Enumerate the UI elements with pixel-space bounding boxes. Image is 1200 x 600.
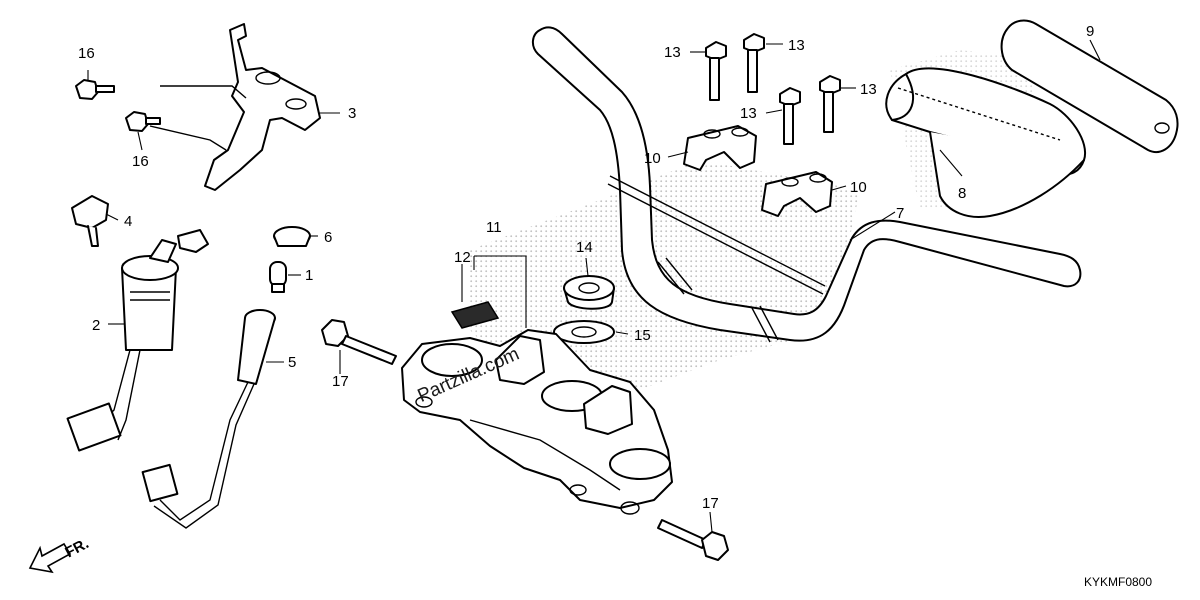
- callout-15: 15: [634, 327, 651, 344]
- ignition-switch-part-2[interactable]: [66, 229, 209, 452]
- callout-5: 5: [288, 354, 296, 371]
- callout-14: 14: [576, 239, 593, 256]
- handlebar-part-7[interactable]: [532, 26, 1082, 343]
- bolt-part-13-c[interactable]: [779, 87, 801, 145]
- bolt-part-13-d[interactable]: [819, 75, 841, 133]
- callout-1: 1: [305, 267, 313, 284]
- nut-part-14[interactable]: [563, 275, 615, 310]
- label-part-12[interactable]: [450, 301, 500, 329]
- bolt-part-16-lower[interactable]: [125, 111, 161, 132]
- callout-2: 2: [92, 317, 100, 334]
- holder-part-10-lower[interactable]: [761, 171, 833, 217]
- callout-7: 7: [896, 205, 904, 222]
- bracket-part-3[interactable]: [149, 23, 321, 191]
- callout-17-left: 17: [332, 373, 349, 390]
- bolt-part-17-right[interactable]: [657, 519, 729, 561]
- callout-13-d: 13: [860, 81, 877, 98]
- callout-8: 8: [958, 185, 966, 202]
- front-marker-label: FR.: [62, 535, 91, 561]
- callout-16-upper: 16: [78, 45, 95, 62]
- callout-10-lower: 10: [850, 179, 867, 196]
- bolt-part-16-upper[interactable]: [75, 79, 115, 100]
- leader-lines: [87, 39, 1101, 533]
- drawing-code: KYKMF0800: [1084, 575, 1152, 589]
- callout-6: 6: [324, 229, 332, 246]
- top-bridge-part-11[interactable]: [401, 329, 673, 515]
- washer-part-15[interactable]: [553, 320, 615, 344]
- callout-13-c: 13: [740, 105, 757, 122]
- callout-11: 11: [486, 219, 502, 236]
- bolt-part-13-b[interactable]: [743, 33, 765, 93]
- grip-part-9[interactable]: [1000, 19, 1179, 153]
- grommet-part-6[interactable]: [273, 226, 311, 247]
- bolt-part-13-a[interactable]: [705, 41, 727, 101]
- bulb-part-1[interactable]: [269, 261, 287, 293]
- callout-4: 4: [124, 213, 132, 230]
- callout-13-b: 13: [788, 37, 805, 54]
- bolt-part-17-left[interactable]: [321, 319, 397, 365]
- callout-13-a: 13: [664, 44, 681, 61]
- callout-10-upper: 10: [644, 150, 661, 167]
- key-part-4[interactable]: [71, 195, 109, 247]
- callout-17-right: 17: [702, 495, 719, 512]
- holder-part-10-upper[interactable]: [683, 125, 757, 171]
- callout-labels: 1 2 3 4 5 6 7 8 9 10 10 11 12 13 13 13 1…: [78, 23, 1094, 512]
- callout-16-lower: 16: [132, 153, 149, 170]
- callout-12: 12: [454, 249, 471, 266]
- socket-part-5[interactable]: [141, 309, 276, 529]
- front-direction-arrow: FR.: [28, 535, 92, 574]
- callout-3: 3: [348, 105, 356, 122]
- callout-9: 9: [1086, 23, 1094, 40]
- grip-cover-part-8[interactable]: [885, 67, 1087, 218]
